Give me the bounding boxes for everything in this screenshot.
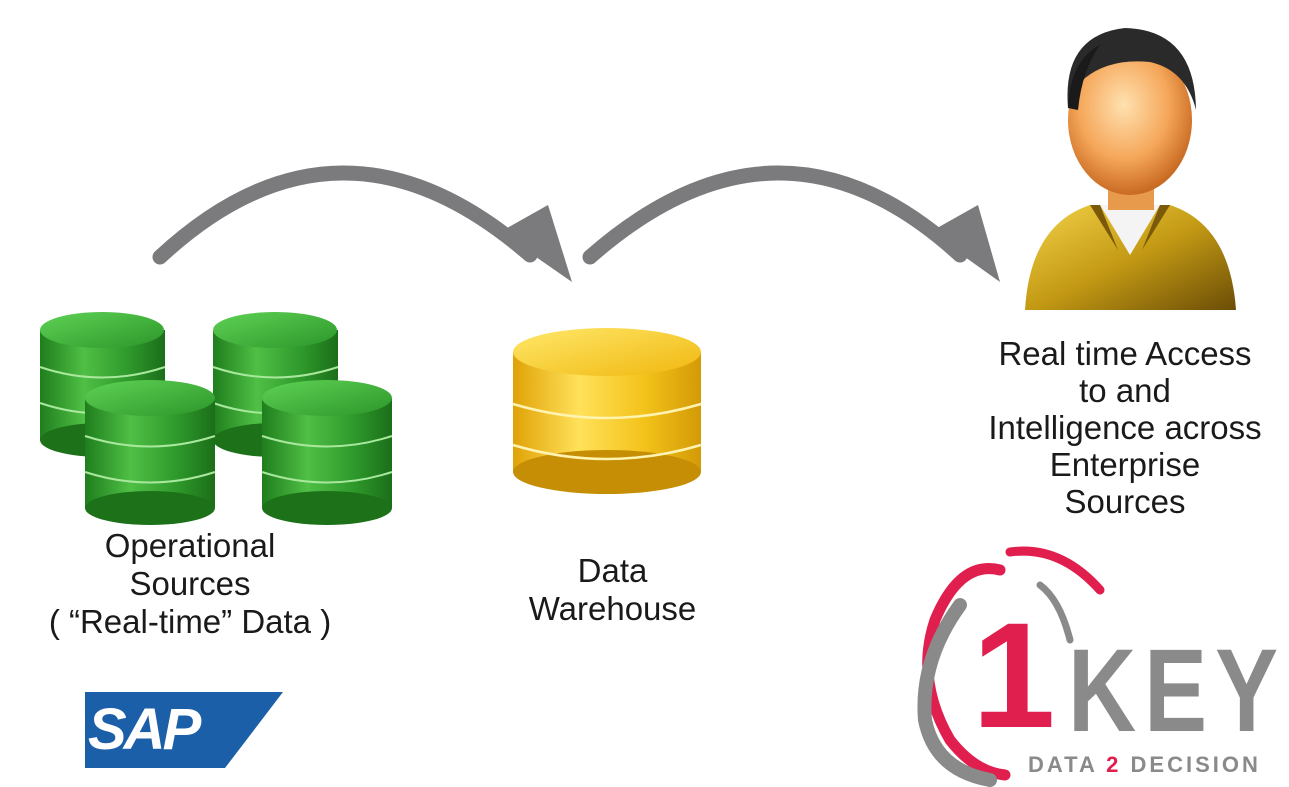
operational-database-cluster-icon — [39, 312, 393, 525]
operational-label-line1: Operational — [104, 527, 276, 564]
realtime-access-label: Real time Access to and Intelligence acr… — [965, 335, 1285, 520]
onekey-tagline: DATA 2 DECISION — [1028, 752, 1261, 778]
sap-logo-text: SAP — [88, 697, 201, 762]
data-warehouse-label: Data Warehouse — [500, 552, 725, 628]
user-label-line1: Real time Access — [998, 335, 1252, 372]
user-label-line3: Intelligence across — [988, 409, 1262, 446]
user-label-line5: Sources — [1064, 483, 1186, 520]
user-label-line2: to and — [1079, 372, 1171, 409]
warehouse-label-line1: Data — [577, 552, 648, 589]
onekey-logo — [917, 546, 1105, 787]
user-label-line4: Enterprise — [1049, 446, 1201, 483]
warehouse-label-line2: Warehouse — [528, 590, 697, 627]
sap-logo — [85, 692, 283, 768]
operational-sources-label: Operational Sources ( “Real-time” Data ) — [10, 527, 370, 641]
database-icon — [84, 380, 216, 525]
onekey-tagline-a: DATA — [1028, 752, 1098, 777]
flow-arrow-1 — [152, 165, 572, 282]
onekey-tagline-num: 2 — [1106, 752, 1122, 777]
database-icon — [261, 380, 393, 525]
flow-arrow-2 — [582, 165, 1000, 282]
operational-label-line2: Sources — [129, 565, 251, 602]
onekey-tagline-b: DECISION — [1130, 752, 1261, 777]
user-avatar-icon — [1025, 28, 1236, 310]
onekey-numeral: 1 — [972, 591, 1056, 759]
onekey-word: KEY — [1068, 625, 1287, 757]
warehouse-database-icon — [512, 328, 702, 494]
operational-label-line3: ( “Real-time” Data ) — [48, 603, 332, 640]
